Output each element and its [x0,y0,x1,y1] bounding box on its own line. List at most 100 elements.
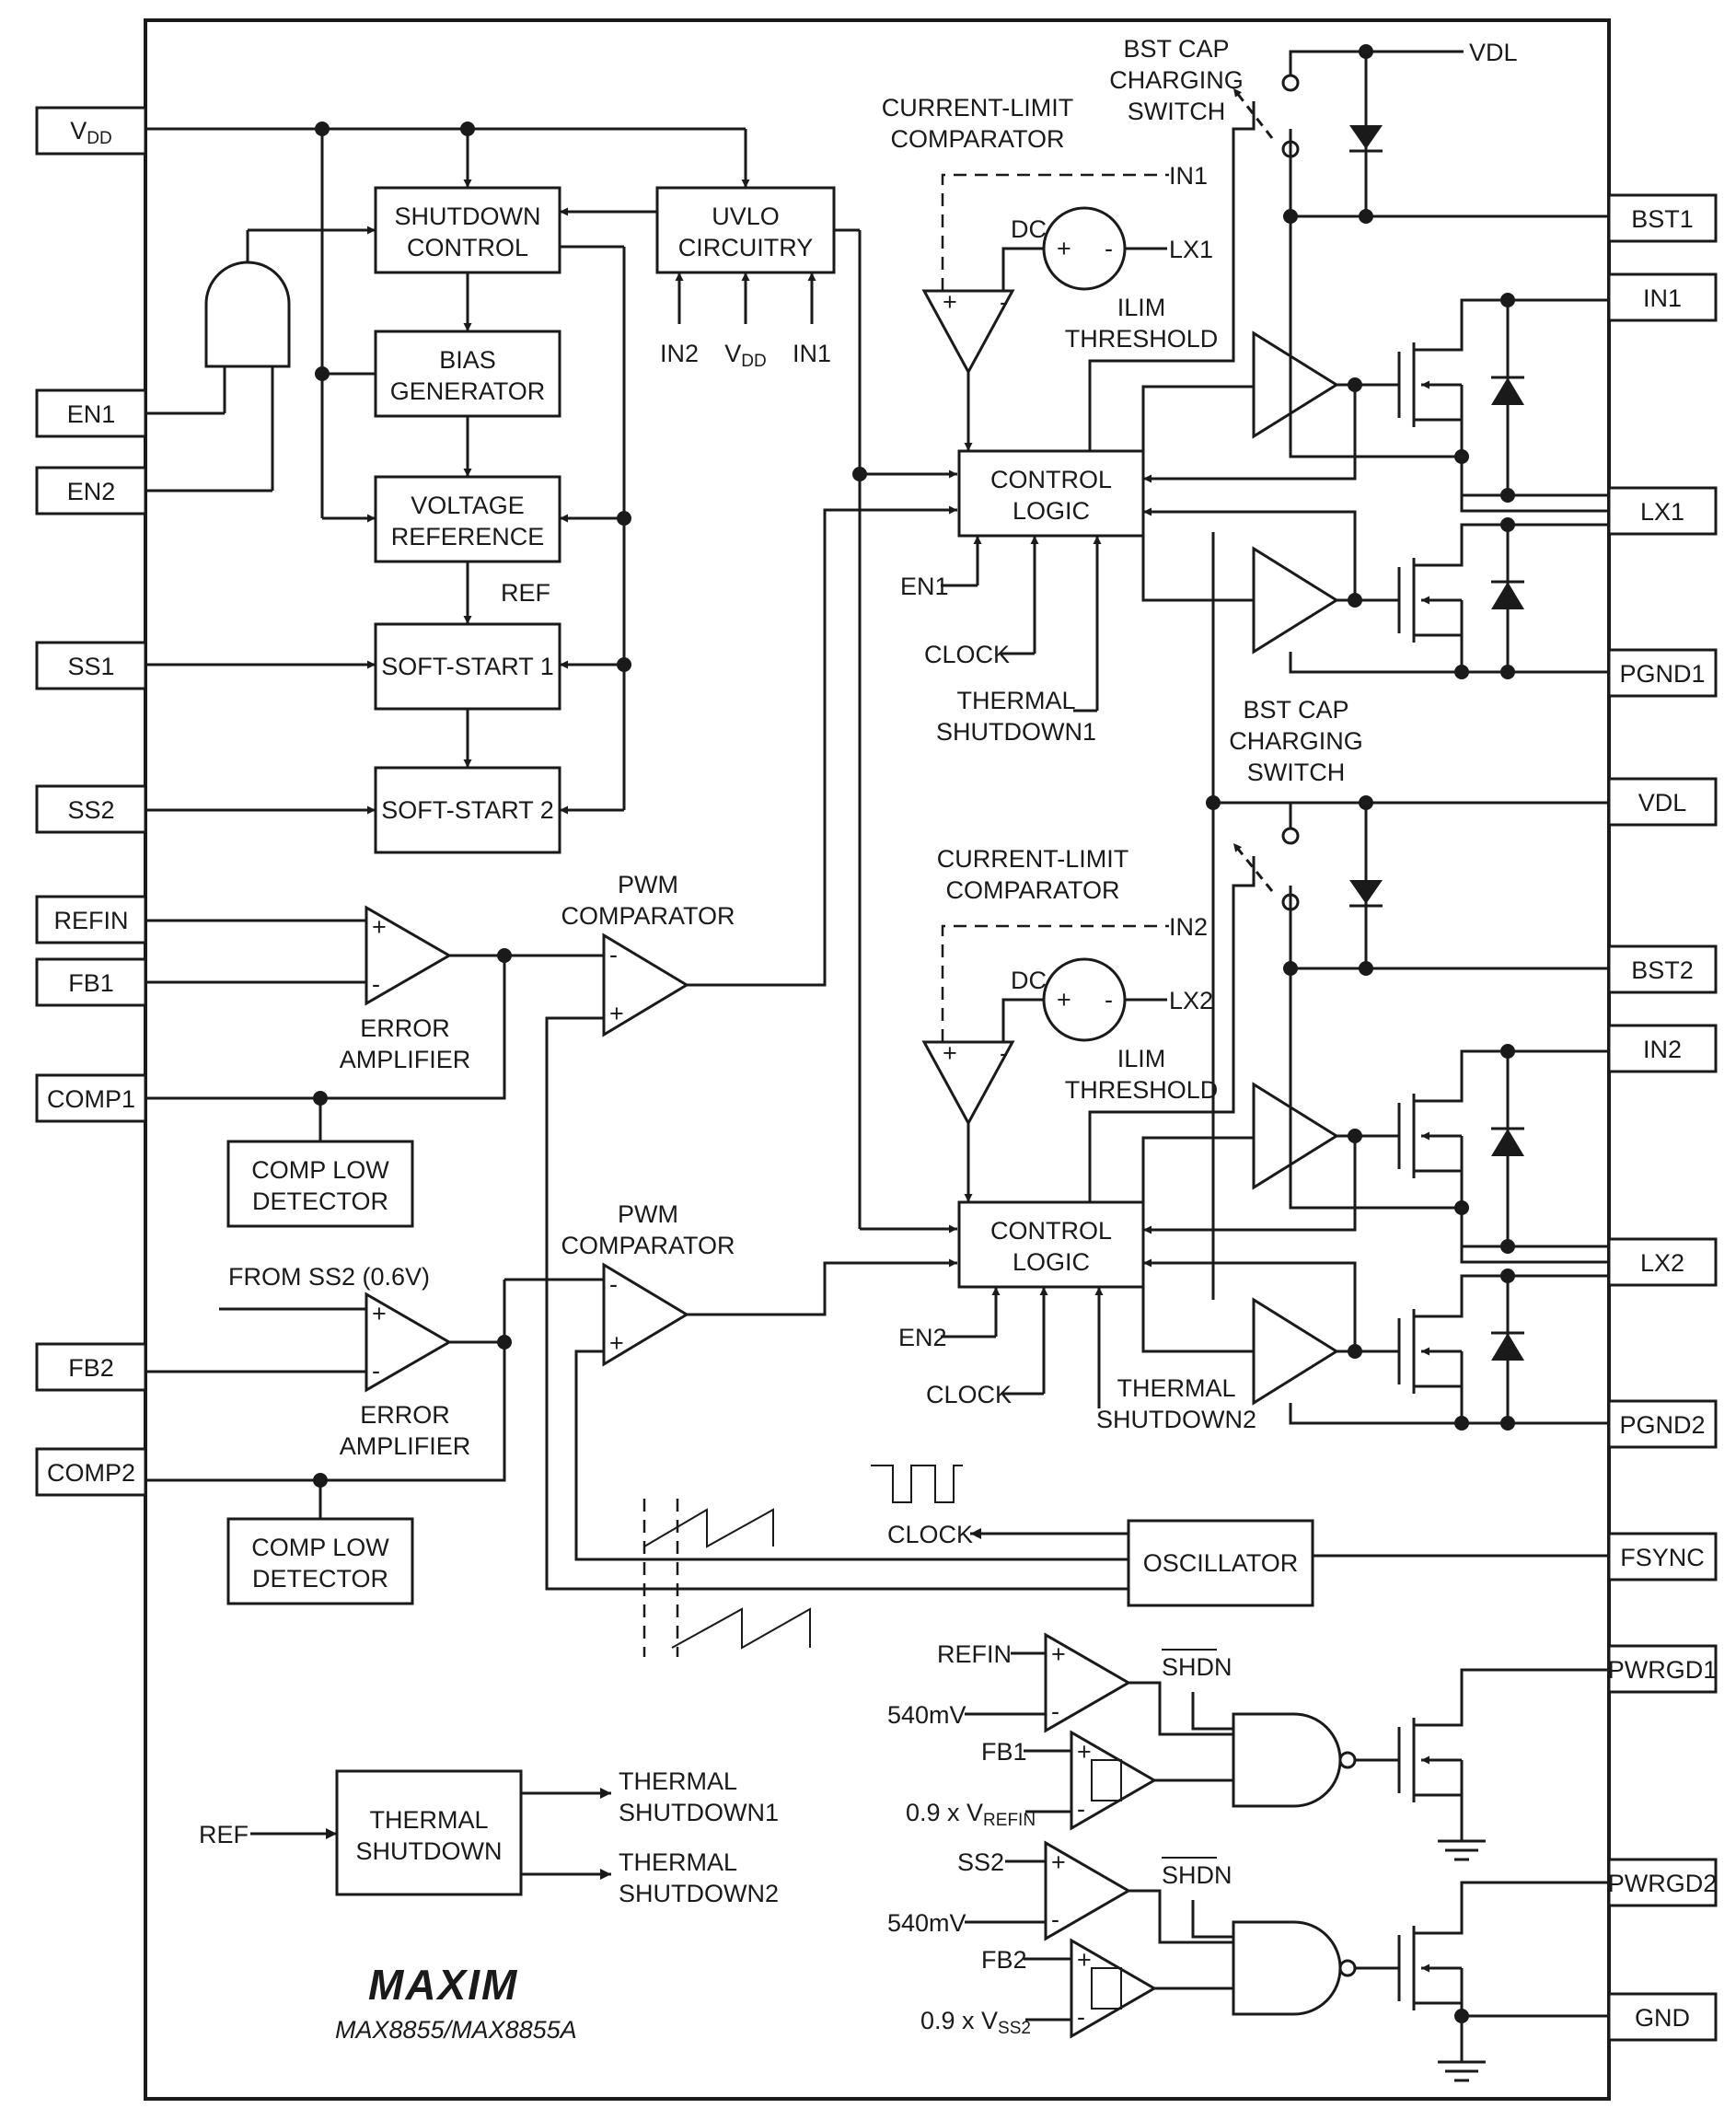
clock-output-label: CLOCK [887,1521,973,1548]
svg-text:+: + [609,1000,624,1027]
low-side-driver-2 [1252,1297,1339,1406]
high-side-driver-1 [1252,330,1339,439]
svg-text:LX1: LX1 [1640,498,1684,526]
left-pins: VDD EN1 EN2 SS1 SS2 REFIN FB1 COMP1 [35,106,147,1497]
ref-label: REF [501,579,550,607]
ramp-waveform-1 [643,1508,774,1548]
thermal-out-2a: THERMAL [619,1848,737,1876]
in2-sense-label: IN2 [1169,913,1208,941]
bst-cap-label-1c: SWITCH [1128,98,1225,125]
pin-pgnd2: PGND2 [1607,1399,1718,1449]
pwrgd2-comparator-b: + - [1070,1938,1157,2039]
pin-vdl: VDL [1607,777,1718,827]
bst-cap-charging-switch-1 [1232,50,1464,216]
svg-text:GND: GND [1635,2004,1690,2032]
uvlo-block: UVLO CIRCUITRY [655,186,836,274]
svg-text:-: - [1105,986,1113,1014]
high-side-diode-2 [1491,1051,1524,1246]
current-limit-label-1b: COMPARATOR [890,125,1064,153]
current-limit-label-2a: CURRENT-LIMIT [937,845,1129,873]
ilim-label-2a: ILIM [1117,1045,1166,1072]
comp-low-detector-2: COMP LOW DETECTOR [226,1517,414,1605]
error-amplifier-2: + - [365,1292,452,1393]
ilim-label-2b: THRESHOLD [1065,1076,1219,1104]
svg-text:LOGIC: LOGIC [1013,497,1090,525]
pin-lx2: LX2 [1607,1237,1718,1287]
pin-comp1: COMP1 [35,1073,147,1123]
svg-text:VDL: VDL [1638,789,1687,817]
mv540-label-1: 540mV [887,1701,966,1729]
pwm-label-2a: PWM [618,1200,678,1228]
pwrgd2-comparator-a: + - [1044,1840,1131,1941]
bst-cap-label-1b: CHARGING [1109,66,1244,94]
svg-text:OSCILLATOR: OSCILLATOR [1143,1549,1299,1577]
pin-ss1: SS1 [35,641,147,690]
svg-text:THERMAL: THERMAL [369,1806,488,1834]
svg-text:PWRGD2: PWRGD2 [1608,1870,1718,1897]
svg-text:-: - [1000,288,1008,316]
thermal1-input-label-b: SHUTDOWN1 [936,718,1096,746]
thermal1-input-label-a: THERMAL [956,687,1075,714]
soft-start-2-block: SOFT-START 2 [374,766,561,854]
bias-generator-block: BIAS GENERATOR [374,330,561,418]
uvlo-in1-label: IN1 [793,340,831,367]
in1-sense-label: IN1 [1169,162,1208,190]
right-pins: BST1 IN1 LX1 PGND1 VDL BST2 IN2 LX2 PGND… [1607,193,1718,2042]
svg-text:-: - [1051,1697,1059,1725]
pwrgd2-mosfet [1355,1881,1609,2062]
error-amp-label-2a: ERROR [360,1401,450,1429]
bst-cap-label-2a: BST CAP [1243,696,1348,724]
svg-text:-: - [1105,235,1113,262]
refin-label: REFIN [937,1640,1012,1668]
ref-input-label: REF [199,1821,249,1848]
svg-text:CONTROL: CONTROL [407,234,528,261]
pin-vdd: VDD [35,106,147,156]
svg-text:+: + [943,288,957,316]
pin-pgnd1: PGND1 [1607,648,1718,698]
thermal2-input-label-a: THERMAL [1117,1374,1235,1402]
svg-text:SHUTDOWN: SHUTDOWN [395,203,541,230]
svg-text:PWRGD1: PWRGD1 [1608,1656,1718,1684]
ground-symbol-2 [1438,2060,1486,2082]
vdl-top-label: VDL [1469,39,1518,66]
pin-refin: REFIN [35,895,147,944]
high-side-mosfet-1 [1337,298,1609,457]
pin-in2: IN2 [1607,1024,1718,1073]
enable-and-gate [204,261,291,368]
clock-input-label-2: CLOCK [926,1381,1012,1408]
shdn-label-2: SHDN [1162,1861,1233,1889]
svg-text:-: - [372,1357,380,1384]
shutdown-control-block: SHUTDOWN CONTROL [374,186,561,274]
pin-in1: IN1 [1607,272,1718,322]
low-side-mosfet-2 [1337,1274,1609,1423]
svg-text:-: - [372,970,380,998]
vdd-wiring [145,122,957,1234]
bst-cap-label-2c: SWITCH [1247,759,1345,786]
svg-text:COMP2: COMP2 [47,1459,135,1487]
fb2-pg-label: FB2 [981,1946,1027,1974]
high-side-mosfet-2 [1337,1049,1609,1208]
thermal-out-2b: SHUTDOWN2 [619,1880,779,1907]
bst-cap-label-2b: CHARGING [1229,727,1363,755]
ramp-waveform-2 [671,1607,811,1650]
oscillator-block: OSCILLATOR [1127,1519,1314,1607]
lx2-sense-label: LX2 [1169,987,1213,1014]
low-side-diode-1 [1491,525,1524,672]
clock-input-label-1: CLOCK [924,641,1010,668]
svg-text:CONTROL: CONTROL [990,466,1112,493]
low-side-driver-1 [1252,546,1339,655]
pwm-label-1a: PWM [618,871,678,898]
high-side-diode-1 [1491,300,1524,495]
pin-gnd: GND [1607,1992,1718,2042]
thermal-shutdown-block: THERMAL SHUTDOWN [335,1769,523,1896]
svg-text:+: + [1057,235,1071,262]
svg-text:+: + [372,913,387,941]
bootstrap-diode-1 [1349,52,1383,216]
svg-text:SOFT-START 1: SOFT-START 1 [381,653,554,680]
thermal-out-1a: THERMAL [619,1767,737,1795]
low-side-diode-2 [1491,1276,1524,1423]
pwrgd1-comparator-b: + - [1070,1730,1157,1831]
svg-text:GENERATOR: GENERATOR [390,377,546,405]
svg-text:-: - [609,941,618,968]
svg-text:PGND1: PGND1 [1619,660,1705,688]
